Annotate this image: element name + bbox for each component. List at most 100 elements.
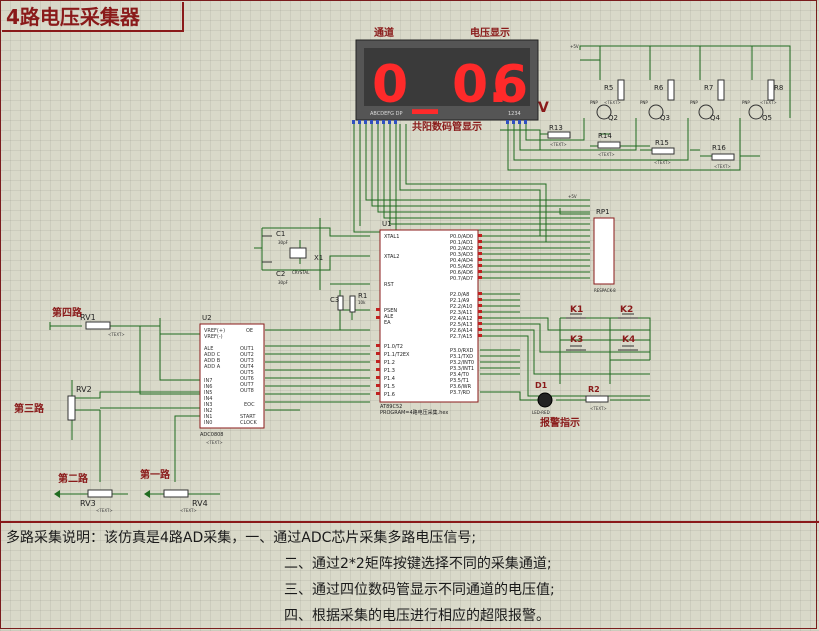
r1-val: 10k	[358, 300, 366, 305]
svg-text:P0.6/AD6: P0.6/AD6	[450, 270, 473, 276]
r7-ref: R7	[704, 84, 713, 92]
c3-cap	[337, 295, 344, 311]
x1-ref: X1	[314, 254, 323, 262]
svg-text:<TEXT>: <TEXT>	[108, 332, 125, 337]
svg-text:P3.4/T0: P3.4/T0	[450, 372, 469, 378]
ch2-label: 第二路	[58, 472, 89, 485]
resistor-pack-rp1[interactable]: RP1 RESPACK-8 +5V	[568, 194, 616, 293]
mcu-body	[379, 229, 479, 403]
svg-text:P0.7/AD7: P0.7/AD7	[450, 276, 473, 282]
mcu-pin-markers	[376, 234, 482, 395]
rv3-body	[87, 489, 113, 498]
r14-ref: R14	[598, 132, 612, 140]
svg-text:IN1: IN1	[204, 414, 212, 420]
svg-text:XTAL1: XTAL1	[384, 234, 399, 240]
r5-ref: R5	[604, 84, 613, 92]
mcu-u1[interactable]: U1 AT89C52 PROGRAM=4路电压采集.hex XTAL1XTAL2…	[376, 220, 482, 416]
svg-text:IN2: IN2	[204, 408, 212, 414]
svg-text:VREF(-): VREF(-)	[204, 334, 223, 340]
svg-text:RST: RST	[384, 282, 395, 288]
keypad[interactable]: K1 K2 K3 K4	[566, 305, 638, 351]
adc-ref: U2	[202, 314, 212, 322]
description-panel: 多路采集说明：该仿真是4路AD采集，一、通过ADC芯片采集多路电压信号; 二、通…	[0, 521, 819, 631]
svg-text:EA: EA	[384, 320, 391, 326]
rv4-ref: RV4	[192, 499, 208, 508]
svg-text:<TEXT>: <TEXT>	[598, 152, 615, 157]
c2-val: 30pF	[278, 280, 289, 285]
rv1-ref: RV1	[80, 313, 96, 322]
svg-text:<TEXT>: <TEXT>	[96, 508, 113, 513]
svg-text:<TEXT>: <TEXT>	[206, 440, 223, 445]
q5-ref: Q5	[762, 114, 772, 122]
r1-resistor	[349, 295, 356, 313]
digit-2: _	[412, 55, 438, 115]
r15-ref: R15	[655, 139, 669, 147]
svg-text:IN4: IN4	[204, 396, 212, 402]
svg-text:OUT1: OUT1	[240, 346, 254, 352]
seven-segment-display[interactable]: 0 _ 0. 6 ABCDEFG DP 1234	[355, 39, 539, 121]
rv1-body	[85, 321, 111, 330]
svg-text:IN7: IN7	[204, 378, 212, 384]
rp1-part: RESPACK-8	[594, 288, 616, 293]
q2-part: PNP	[590, 100, 598, 105]
svg-text:OUT6: OUT6	[240, 376, 254, 382]
digit-driver-transistors[interactable]: R5 R6 R7 R8 Q2 Q3 Q4 Q5 R13 R14 R15 R16 …	[547, 44, 783, 161]
rv3-arrow	[54, 490, 60, 498]
common-pin-labels: 1234	[508, 111, 521, 117]
q2-ref: Q2	[608, 114, 618, 122]
svg-text:<TEXT>: <TEXT>	[604, 100, 621, 105]
r13-ref: R13	[549, 124, 563, 132]
rv2-ref: RV2	[76, 385, 92, 394]
c1-val: 30pF	[278, 240, 289, 245]
svg-text:P3.6/WR: P3.6/WR	[450, 384, 472, 390]
display-caption: 共阳数码管显示	[412, 120, 482, 133]
svg-text:P2.7/A15: P2.7/A15	[450, 334, 472, 340]
crystal-x1	[289, 247, 307, 259]
svg-text:ALE: ALE	[384, 314, 393, 320]
k3-label: K3	[570, 335, 583, 345]
c2-ref: C2	[276, 270, 285, 278]
svg-text:IN5: IN5	[204, 390, 212, 396]
svg-text:ADD A: ADD A	[204, 364, 221, 370]
k2-label: K2	[620, 305, 633, 315]
svg-text:P2.6/A14: P2.6/A14	[450, 328, 472, 334]
crystal-circuit[interactable]: X1 CRYSTAL C1 C2 30pF 30pF	[262, 230, 323, 285]
svg-text:P0.4/AD4: P0.4/AD4	[450, 258, 473, 264]
alarm-led[interactable]: D1 LED-RED R2	[532, 381, 609, 415]
reset-circuit[interactable]: C3 R1 10k	[330, 292, 367, 313]
svg-text:P0.1/AD1: P0.1/AD1	[450, 240, 473, 246]
svg-text:P0.3/AD3: P0.3/AD3	[450, 252, 473, 258]
svg-text:PSEN: PSEN	[384, 308, 397, 314]
transistor-vcc: +5V	[570, 44, 579, 49]
r6-ref: R6	[654, 84, 664, 92]
svg-text:<TEXT>: <TEXT>	[590, 406, 607, 411]
svg-text:P2.2/A10: P2.2/A10	[450, 304, 472, 310]
rp1-body	[593, 217, 615, 285]
svg-text:IN0: IN0	[204, 420, 212, 426]
rv3-ref: RV3	[80, 499, 96, 508]
adc-part: ADC0808	[200, 432, 224, 438]
svg-text:OUT5: OUT5	[240, 370, 254, 376]
adc-body	[199, 323, 265, 429]
rv4-arrow	[144, 490, 150, 498]
svg-text:START: START	[240, 414, 256, 420]
svg-text:OE: OE	[246, 328, 253, 334]
q3-part: PNP	[640, 100, 648, 105]
base-resistors	[547, 131, 735, 161]
svg-text:OUT7: OUT7	[240, 382, 254, 388]
potentiometers[interactable]: RV1 RV2 RV3 RV4	[49, 313, 208, 508]
q3-ref: Q3	[660, 114, 670, 122]
rv4-body	[163, 489, 189, 498]
alarm-label: 报警指示	[540, 416, 580, 429]
schematic-svg: 0 _ 0. 6 ABCDEFG DP 1234 通道 电压显示 V 共阳数码管…	[14, 26, 791, 513]
note-line-2: 二、通过2*2矩阵按键选择不同的采集通道;	[284, 556, 552, 572]
c3-ref: C3	[330, 296, 339, 304]
k1-label: K1	[570, 305, 583, 315]
mcu-part: AT89C52	[380, 404, 402, 410]
r2-ref: R2	[588, 385, 600, 394]
ch4-label: 第四路	[52, 306, 83, 319]
r2-resistor	[585, 395, 609, 403]
svg-text:P3.2/INT0: P3.2/INT0	[450, 360, 474, 366]
r8-ref: R8	[774, 84, 783, 92]
